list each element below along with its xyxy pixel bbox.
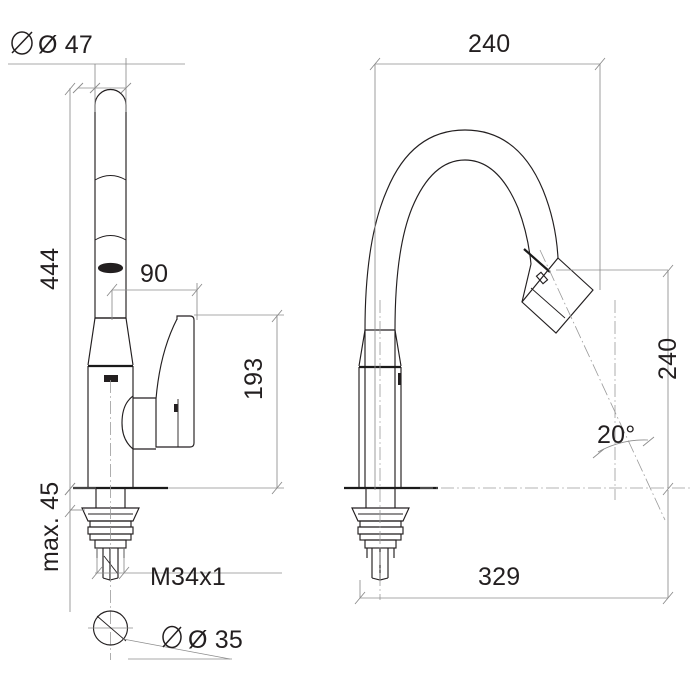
dim-label-20deg: 20° [597, 421, 635, 449]
body-outline [87, 366, 134, 488]
dim-label-240-drop: 240 [654, 338, 682, 380]
spray-ring-inner [103, 265, 118, 271]
hole-slash [96, 615, 127, 642]
side-nut-ring-1 [359, 520, 402, 528]
dim-20deg-ticks [592, 436, 655, 459]
dim-label-193: 193 [240, 358, 268, 400]
spray-head-button [535, 271, 549, 285]
washer-cone [81, 507, 140, 522]
side-indicator-mark [398, 373, 401, 385]
gooseneck-outer-arc [364, 129, 559, 488]
side-view-dimensions: 240 240 20° 329 [354, 30, 682, 605]
handle-detail-notch [174, 404, 178, 412]
dim-240-top-ticks [369, 57, 606, 71]
dim-label-90: 90 [140, 260, 168, 288]
diameter-symbol-47 [11, 31, 33, 55]
diameter-symbol-35 [162, 625, 182, 649]
dim-m34-ticks [91, 566, 130, 580]
side-nut-ring-3 [359, 533, 402, 541]
dim-dia35-leader-angled [122, 638, 231, 660]
spray-seam-upper [94, 175, 127, 181]
dim-label-m34: M34x1 [150, 563, 226, 591]
side-view-geometry [344, 129, 690, 600]
handle-hub [121, 395, 134, 450]
dim-label-max45: max. 45 [36, 482, 64, 572]
dim-label-dia47: Ø 47 [38, 31, 93, 59]
dim-max45-ticks [64, 482, 76, 518]
side-stud-stubs [366, 548, 395, 558]
spout-outline [94, 89, 127, 319]
dim-label-329: 329 [478, 563, 520, 591]
side-shank [365, 488, 396, 508]
spray-seam-lower [94, 235, 127, 241]
dim-193-ticks [271, 309, 283, 495]
front-view-dimensions: Ø 47 444 90 193 max. 45 M34x1 [8, 31, 284, 660]
spray-head-body [521, 257, 594, 334]
spray-axis-20deg [539, 249, 666, 521]
hose-tail-hatch [103, 555, 119, 575]
spray-head-seam-lower [530, 287, 566, 319]
hose-tail-ends [102, 577, 119, 581]
shank-outline [95, 488, 126, 508]
dim-240-right-ticks [662, 264, 674, 496]
dim-329-ticks [354, 591, 674, 605]
indicator-marker [104, 375, 118, 382]
spray-head-seam-upper [523, 248, 551, 273]
dim-90-ticks [106, 283, 203, 297]
column-taper [87, 317, 134, 366]
spray-head-left-edge [521, 263, 532, 303]
dim-20deg-arc [597, 439, 649, 453]
side-column-taper [358, 329, 402, 367]
side-nut-ring-2 [357, 526, 404, 535]
side-washer-cone [351, 507, 410, 522]
dim-dia47-ticks [72, 82, 132, 94]
side-thread-collar [364, 539, 397, 549]
lever-handle-outline [155, 315, 195, 448]
front-view-geometry [73, 89, 195, 660]
side-body-outline [358, 367, 402, 488]
dim-label-444: 444 [36, 248, 64, 290]
gooseneck-inner-arc [394, 159, 532, 488]
dim-label-240-reach: 240 [468, 30, 510, 58]
nut-ring-1 [89, 520, 132, 528]
spray-ring-fill [98, 263, 123, 273]
dim-label-dia35: Ø 35 [188, 626, 243, 654]
